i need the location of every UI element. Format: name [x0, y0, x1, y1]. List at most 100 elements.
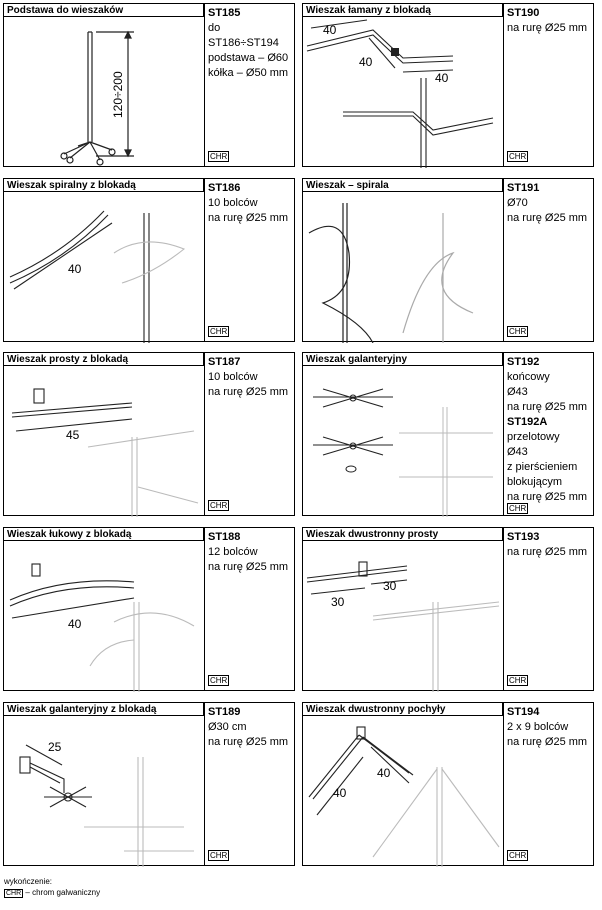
dimension-label: 40: [435, 71, 449, 85]
product-spec: na rurę Ø25 mm: [507, 22, 588, 34]
product-code: ST186: [208, 182, 241, 194]
finish-badge: CHR: [208, 151, 230, 162]
card-divider: [204, 4, 205, 166]
dimension-label: 40: [333, 786, 347, 800]
product-code: ST187: [208, 356, 241, 368]
product-code: ST185: [208, 7, 241, 19]
product-info: ST194 2 x 9 bolców na rurę Ø25 mm: [507, 705, 587, 750]
finish-badge: CHR: [507, 326, 529, 337]
product-code: ST190: [507, 7, 540, 19]
product-info: ST186 10 bolców na rurę Ø25 mm: [208, 181, 288, 226]
card-divider: [503, 528, 504, 690]
product-code: ST191: [507, 182, 540, 194]
product-spec: kółka – Ø50 mm: [208, 67, 289, 79]
card-divider: [503, 353, 504, 515]
finish-badge: CHR: [507, 675, 529, 686]
finish-legend: wykończenie: CHR – chrom galwaniczny: [4, 876, 100, 899]
product-title: Wieszak łukowy z blokadą: [4, 528, 204, 541]
product-info: ST185 do ST186÷ST194 podstawa – Ø60 kółk…: [208, 6, 294, 81]
dimension-label: 40: [323, 23, 337, 37]
product-title: Podstawa do wieszaków: [4, 4, 204, 17]
product-code: ST192A: [507, 416, 548, 428]
product-info: ST191 Ø70 na rurę Ø25 mm: [507, 181, 587, 226]
product-code: ST188: [208, 531, 241, 543]
finish-badge: CHR: [507, 850, 529, 861]
product-spec: 12 bolców: [208, 546, 258, 558]
finish-badge: CHR: [507, 151, 529, 162]
product-info: ST190 na rurę Ø25 mm: [507, 6, 587, 36]
product-spec: 10 bolców: [208, 371, 258, 383]
product-info: ST187 10 bolców na rurę Ø25 mm: [208, 355, 288, 400]
finish-badge: CHR: [208, 675, 230, 686]
product-spec: przelotowy: [507, 431, 560, 443]
finish-badge: CHR: [507, 503, 529, 514]
double-slanted-hanger-illustration: 40 40: [308, 726, 500, 867]
product-card-st194: Wieszak dwustronny pochyły 40 40 ST194 2…: [302, 702, 594, 867]
finish-badge: CHR: [208, 500, 230, 511]
dimension-label: 40: [359, 55, 373, 69]
product-code: ST192: [507, 356, 540, 368]
dimension-label: 45: [66, 428, 80, 442]
product-code: ST189: [208, 706, 241, 718]
product-spec: do ST186÷ST194: [208, 22, 279, 49]
product-spec: na rurę Ø25 mm: [507, 491, 588, 503]
accessory-lock-hanger-illustration: 25: [19, 740, 194, 867]
product-title: Wieszak – spirala: [303, 179, 503, 192]
product-spec: 2 x 9 bolców: [507, 721, 569, 733]
dimension-label: 40: [377, 766, 391, 780]
product-card-st189: Wieszak galanteryjny z blokadą 25 ST189 …: [3, 702, 295, 867]
product-spec: Ø43: [507, 446, 528, 458]
product-spec: na rurę Ø25 mm: [208, 736, 289, 748]
product-spec: na rurę Ø25 mm: [507, 736, 588, 748]
dimension-label: 120÷200: [111, 71, 125, 118]
product-spec: 10 bolców: [208, 197, 258, 209]
product-info: ST193 na rurę Ø25 mm: [507, 530, 587, 560]
card-divider: [204, 528, 205, 690]
product-card-st193: Wieszak dwustronny prosty 30 30 ST193 na…: [302, 527, 594, 692]
legend-entry: CHR – chrom galwaniczny: [4, 887, 100, 899]
product-spec: podstawa – Ø60: [208, 52, 289, 64]
card-divider: [204, 353, 205, 515]
product-title: Wieszak łamany z blokadą: [303, 4, 503, 17]
product-title: Wieszak dwustronny pochyły: [303, 703, 503, 716]
stand-base-illustration: 120÷200: [60, 30, 134, 166]
straight-hanger-illustration: 45: [11, 388, 199, 517]
product-spec: na rurę Ø25 mm: [208, 561, 289, 573]
product-card-st192: Wieszak galanteryjny ST192 końcowy Ø43 n…: [302, 352, 594, 517]
spiral-hanger-illustration: 40: [9, 210, 186, 343]
dimension-label: 30: [383, 579, 397, 593]
dimension-label: 40: [68, 262, 82, 276]
product-card-st190: Wieszak łamany z blokadą 40 40 40 ST190 …: [302, 3, 594, 168]
card-divider: [503, 179, 504, 341]
product-card-st191: Wieszak – spirala ST191 Ø70 na rurę Ø25 …: [302, 178, 594, 343]
accessory-hanger-illustration: [313, 388, 493, 517]
product-spec: na rurę Ø25 mm: [507, 546, 588, 558]
product-spec: na rurę Ø25 mm: [208, 212, 289, 224]
product-spec: Ø70: [507, 197, 528, 209]
product-spec: Ø30 cm: [208, 721, 247, 733]
product-title: Wieszak prosty z blokadą: [4, 353, 204, 366]
dimension-label: 25: [48, 740, 62, 754]
finish-badge: CHR: [208, 850, 230, 861]
product-spec: na rurę Ø25 mm: [208, 386, 289, 398]
product-spec: na rurę Ø25 mm: [507, 212, 588, 224]
card-divider: [204, 703, 205, 865]
product-title: Wieszak dwustronny prosty: [303, 528, 503, 541]
product-spec: z pierścieniem: [507, 461, 578, 473]
legend-code: CHR: [4, 889, 24, 898]
card-divider: [503, 703, 504, 865]
product-spec: na rurę Ø25 mm: [507, 401, 588, 413]
double-straight-hanger-illustration: 30 30: [306, 561, 500, 692]
product-info: ST189 Ø30 cm na rurę Ø25 mm: [208, 705, 288, 750]
product-card-st186: Wieszak spiralny z blokadą 40 ST186 10 b…: [3, 178, 295, 343]
arc-hanger-illustration: 40: [9, 563, 195, 692]
product-spec: Ø43: [507, 386, 528, 398]
product-card-st188: Wieszak łukowy z blokadą 40 ST188 12 bol…: [3, 527, 295, 692]
product-card-st187: Wieszak prosty z blokadą 45 ST187 10 bol…: [3, 352, 295, 517]
broken-hanger-illustration: 40 40 40: [306, 19, 494, 168]
product-spec: końcowy: [507, 371, 550, 383]
dimension-label: 30: [331, 595, 345, 609]
product-info: ST188 12 bolców na rurę Ø25 mm: [208, 530, 288, 575]
product-title: Wieszak galanteryjny: [303, 353, 503, 366]
spiral-illustration: [308, 203, 474, 343]
